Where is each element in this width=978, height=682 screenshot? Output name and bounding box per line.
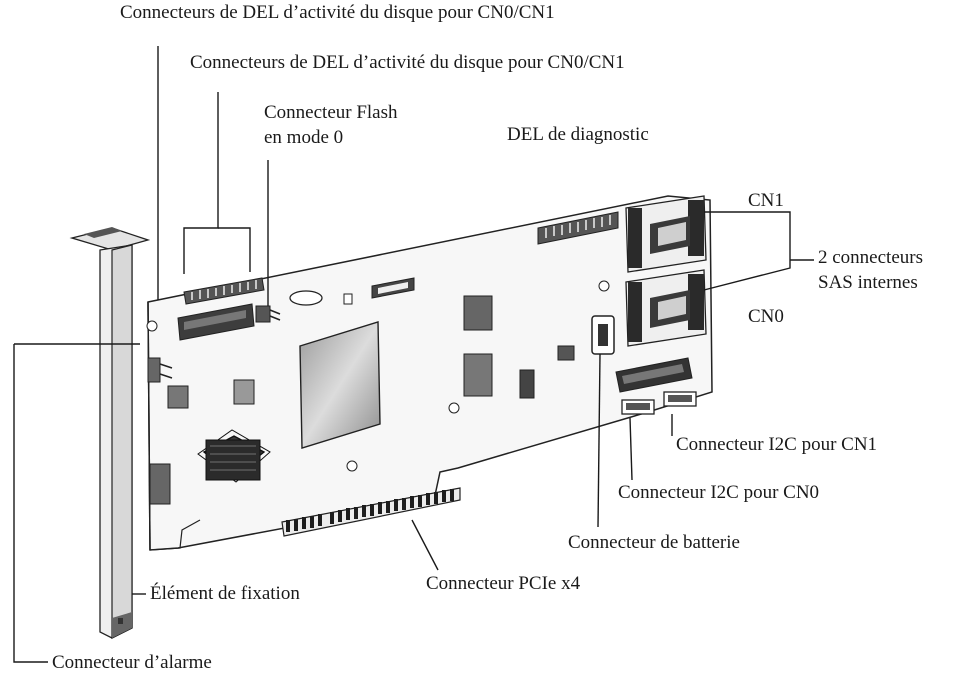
flash-mode-label-line1: Connecteur Flash (264, 102, 398, 123)
flash-mode-label-line2: en mode 0 (264, 127, 344, 148)
cn0-label: CN0 (748, 306, 784, 327)
mounting-bracket (69, 227, 151, 639)
bracket-label: Élément de fixation (150, 583, 300, 604)
pcie-connector-label: Connecteur PCIe x4 (426, 573, 581, 594)
led-activity-label-top: Connecteurs de DEL d’activité du disque … (120, 2, 555, 23)
led-activity-label-second: Connecteurs de DEL d’activité du disque … (190, 52, 625, 73)
sas-label-line2: SAS internes (818, 272, 918, 293)
leader-lines (13, 46, 814, 663)
processor-chip (197, 429, 271, 483)
sas-connector-cn1 (625, 195, 707, 273)
diagnostic-led-label: DEL de diagnostic (507, 124, 649, 145)
pcb-board (147, 195, 713, 551)
flash-mode-label: Connecteur Flash en mode 0 (264, 100, 398, 150)
i2c-connectors (621, 391, 697, 415)
activity-led-header-strip (183, 277, 265, 305)
diagnostic-led-array (537, 211, 619, 245)
i2c-cn0-label: Connecteur I2C pour CN0 (618, 482, 820, 503)
sas-label-line1: 2 connecteurs (818, 247, 923, 268)
flash-mode-header (255, 305, 281, 323)
board-components (146, 277, 610, 505)
activity-led-header-block (177, 303, 255, 341)
right-header-block (615, 357, 693, 393)
pcie-edge-connector (281, 487, 461, 537)
i2c-cn1-label: Connecteur I2C pour CN1 (676, 434, 878, 455)
controller-heatsink (299, 321, 381, 449)
battery-connector-label: Connecteur de batterie (568, 532, 740, 553)
sas-connectors-label: 2 connecteurs SAS internes (818, 245, 923, 295)
sas-connector-cn0 (625, 269, 707, 347)
alarm-connector-label: Connecteur d’alarme (52, 652, 212, 673)
battery-connector (591, 315, 615, 355)
cn1-label: CN1 (748, 190, 784, 211)
